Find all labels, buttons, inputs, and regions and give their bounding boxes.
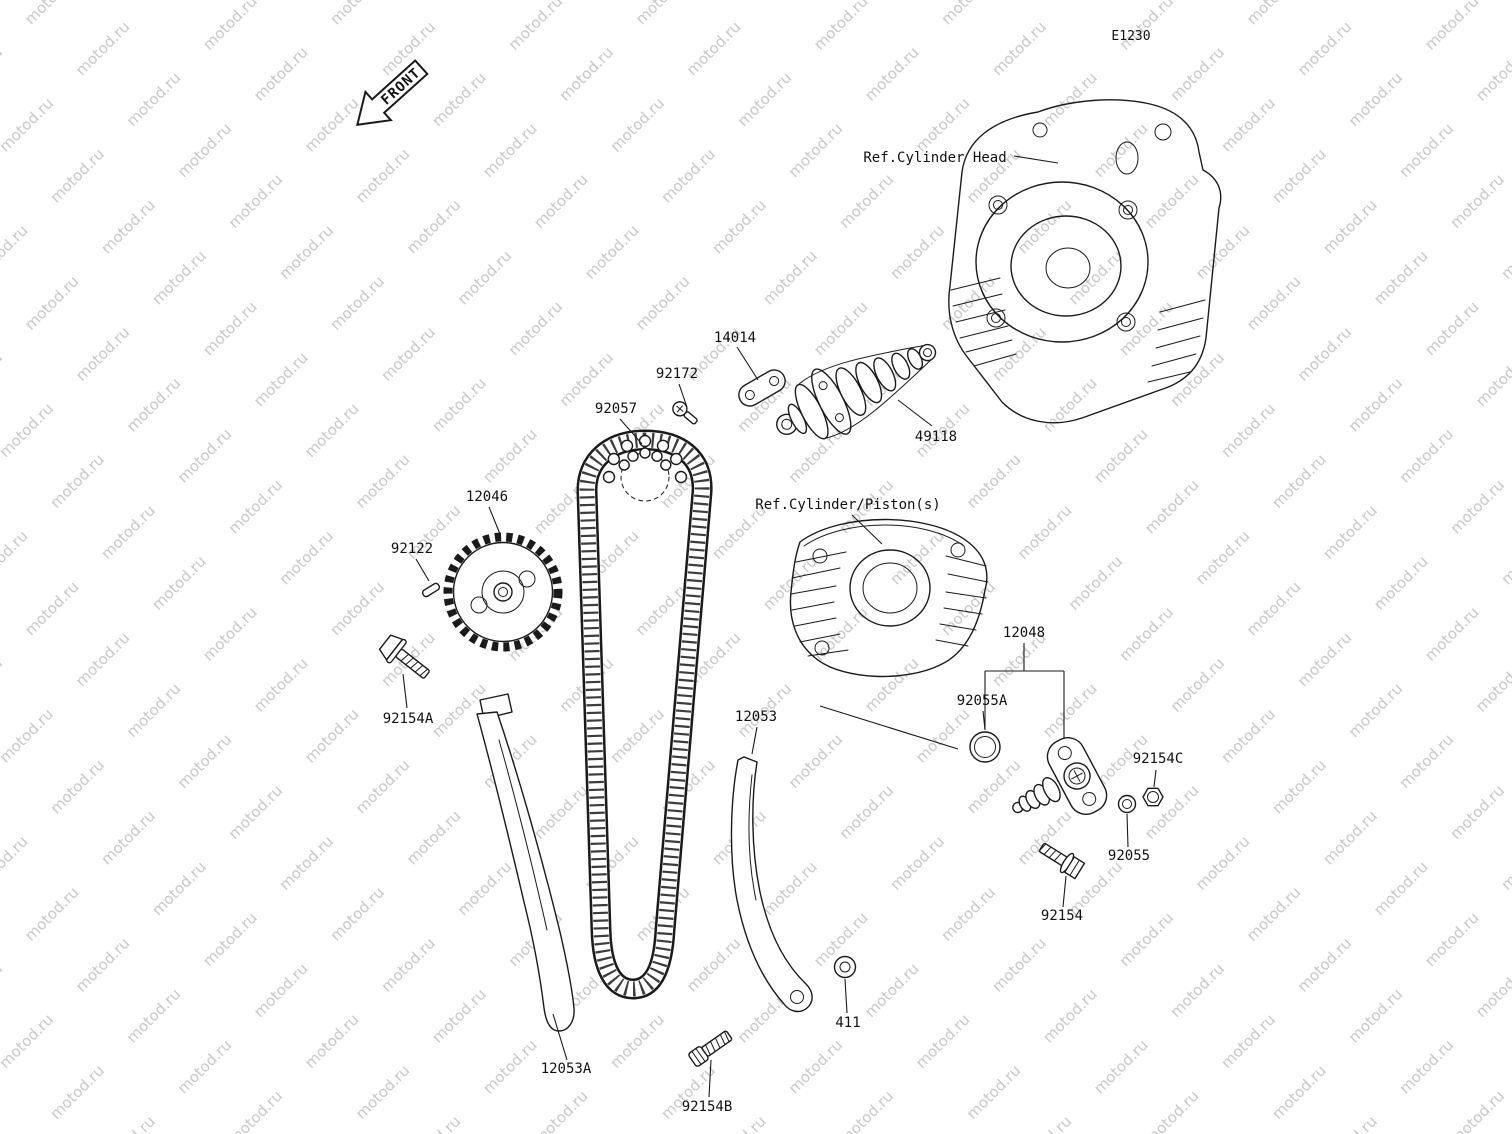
part-label-12053A: 12053A xyxy=(541,1061,592,1077)
part-label-92172: 92172 xyxy=(656,366,698,382)
cylinder-head-drawing xyxy=(948,99,1222,424)
part-label-92154A: 92154A xyxy=(383,711,434,727)
chain-guide-plate-drawing xyxy=(738,369,786,407)
part-label-92057: 92057 xyxy=(595,401,637,417)
part-label-12046: 12046 xyxy=(466,489,508,505)
part-label-92154C: 92154C xyxy=(1133,751,1184,767)
leader-lines xyxy=(402,155,1157,1098)
part-label-92055A: 92055A xyxy=(957,693,1008,709)
hex-bolt-drawing xyxy=(1038,842,1086,880)
part-label-411: 411 xyxy=(835,1015,860,1031)
page-code: E1230 xyxy=(1111,29,1150,44)
chain-guide-rear-drawing xyxy=(730,756,813,1013)
washer-411-drawing xyxy=(833,955,857,979)
cylinder-block-drawing xyxy=(789,518,989,678)
part-label-12053: 12053 xyxy=(735,709,777,725)
chain-tensioner-drawing xyxy=(1012,737,1108,815)
screw-drawing xyxy=(672,401,698,425)
part-label-92055: 92055 xyxy=(1108,848,1150,864)
ref-cylinder-head-label: Ref.Cylinder Head xyxy=(863,150,1006,166)
part-label-92154B: 92154B xyxy=(682,1099,733,1115)
ref-cylinder-piston-label: Ref.Cylinder/Piston(s) xyxy=(755,497,940,513)
cam-chain-drawing xyxy=(576,429,713,1000)
labels: E1230 Ref.Cylinder Head Ref.Cylinder/Pis… xyxy=(383,29,1184,1115)
part-label-92122: 92122 xyxy=(391,541,433,557)
part-label-49118: 49118 xyxy=(915,429,957,445)
nut-drawing xyxy=(1142,787,1164,807)
part-label-12048: 12048 xyxy=(1003,625,1045,641)
cam-sprocket-drawing xyxy=(443,532,563,652)
part-label-14014: 14014 xyxy=(714,330,756,346)
socket-bolt-drawing xyxy=(688,1030,733,1067)
part-label-92154: 92154 xyxy=(1041,908,1083,924)
o-ring-drawing xyxy=(969,731,1001,763)
camshaft-drawing xyxy=(776,343,937,440)
flange-bolt-drawing xyxy=(378,634,430,679)
chain-guide-front-drawing xyxy=(476,693,575,1032)
washer-drawing xyxy=(1117,794,1137,814)
pin-drawing xyxy=(421,582,441,598)
